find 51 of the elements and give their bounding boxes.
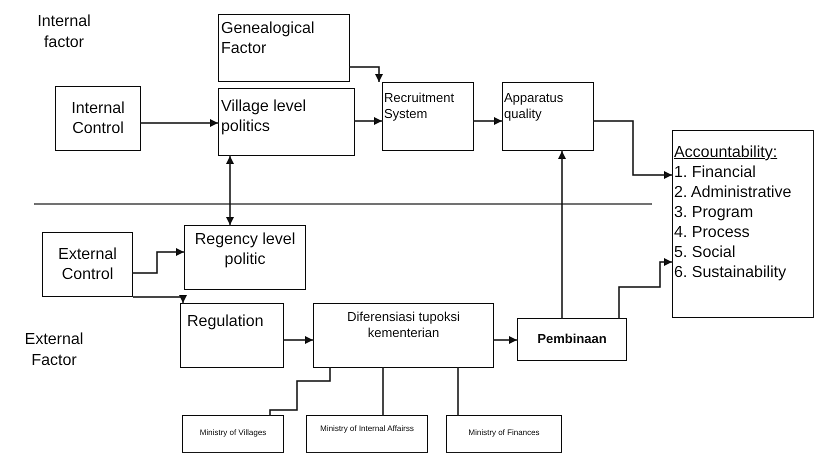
arrow [133, 248, 184, 274]
box-text: Village level politics [221, 97, 308, 137]
box-text: Diferensiasi tupoksi kementerian [346, 309, 461, 342]
arrow [350, 66, 383, 82]
box-text: 5. Social [674, 243, 736, 263]
arrow [226, 156, 234, 225]
arrow [133, 295, 187, 303]
arrow [355, 117, 382, 125]
process-box [184, 225, 306, 290]
process-box [382, 82, 474, 151]
arrow [474, 117, 502, 125]
process-box [55, 86, 141, 151]
arrow [284, 336, 313, 344]
arrow [618, 258, 672, 318]
arrow [141, 119, 218, 127]
process-box [446, 415, 562, 453]
process-box [313, 303, 494, 368]
process-box [672, 130, 814, 318]
connector-line [457, 368, 459, 415]
process-box [502, 82, 594, 151]
box-text: Regency level politic [194, 230, 296, 270]
connector-line [269, 368, 331, 415]
box-text: Apparatus quality [504, 90, 564, 122]
section-label: External Factor [24, 330, 84, 371]
box-text: Regulation [187, 312, 264, 332]
box-text: 6. Sustainability [674, 263, 786, 283]
box-text: 2. Administrative [674, 183, 792, 203]
box-text: External Control [57, 244, 118, 284]
process-box [306, 415, 428, 453]
box-text: Ministry of Villages [200, 428, 266, 438]
process-box [517, 318, 627, 361]
box-text: Recruitment System [384, 90, 456, 122]
box-text: 1. Financial [674, 163, 756, 183]
process-box [182, 415, 284, 453]
box-text: 4. Process [674, 223, 750, 243]
process-box [42, 232, 133, 297]
section-label: Internal factor [36, 12, 92, 53]
process-box [218, 88, 355, 156]
process-box [218, 14, 350, 82]
arrow [558, 151, 566, 318]
box-text: Ministry of Internal Affairss [320, 424, 414, 434]
process-box [180, 303, 284, 368]
connector-line [382, 368, 384, 415]
box-text: Ministry of Finances [468, 428, 540, 438]
arrow [594, 120, 672, 179]
box-text: Genealogical Factor [221, 19, 316, 59]
box-text: 3. Program [674, 203, 754, 223]
arrow [494, 336, 517, 344]
box-heading: Accountability: [674, 143, 778, 163]
box-text: Pembinaan [537, 331, 607, 348]
box-text: Internal Control [70, 98, 126, 138]
